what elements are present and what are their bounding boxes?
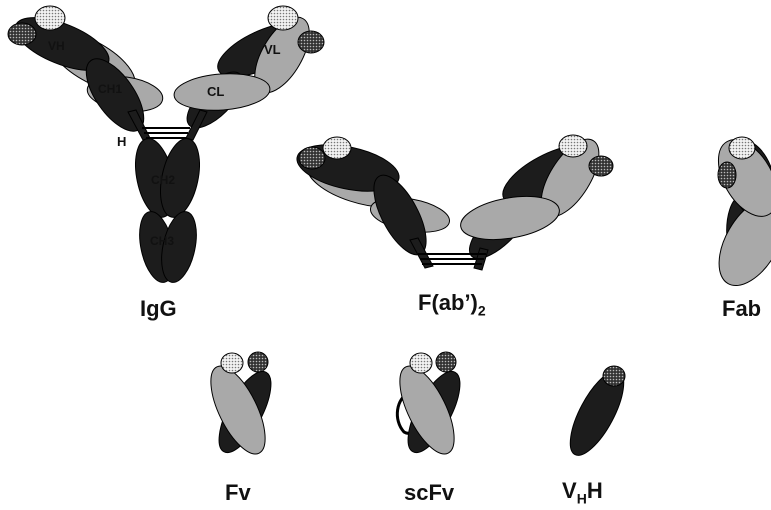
igg-right-tip-light [268, 6, 298, 30]
fv-tip-light [221, 353, 243, 373]
caption-fv: Fv [225, 480, 251, 506]
label-ch2: CH2 [151, 173, 175, 187]
fab2-molecule [293, 130, 613, 270]
vhh-molecule [560, 364, 634, 463]
fab2-left-tip-light [323, 137, 351, 159]
fab2-right-tip-dark [589, 156, 613, 176]
caption-vhh: VHH [562, 478, 603, 506]
label-vl: VL [264, 42, 281, 57]
scfv-tip-dark [436, 352, 456, 372]
caption-vhh-v: V [562, 478, 577, 503]
fab2-left-tip-dark [299, 147, 325, 169]
fv-tip-dark [248, 352, 268, 372]
label-vh: VH [48, 39, 65, 53]
caption-fab2-text: F(ab’) [418, 290, 478, 315]
caption-igg: IgG [140, 296, 177, 322]
label-ch1: CH1 [98, 82, 122, 96]
fv-molecule [200, 352, 281, 461]
label-cl: CL [207, 84, 224, 99]
fab2-right-tip-light [559, 135, 587, 157]
label-ch3: CH3 [150, 234, 174, 248]
caption-fab: Fab [722, 296, 761, 322]
scfv-molecule [389, 352, 470, 461]
igg-molecule: VH CH1 VL CL H CH2 CH3 [8, 6, 324, 286]
igg-left-tip-light [35, 6, 65, 30]
fab-tip-dark [718, 162, 736, 188]
caption-vhh-subscript: H [577, 490, 587, 506]
scfv-tip-light [410, 353, 432, 373]
caption-vhh-h: H [587, 478, 603, 503]
igg-left-tip-dark [8, 23, 36, 45]
fab-tip-light [729, 137, 755, 159]
vhh-tip-dark [603, 366, 625, 386]
igg-right-tip-dark [298, 31, 324, 53]
caption-fab2: F(ab’)2 [418, 290, 486, 318]
label-hinge: H [117, 134, 126, 149]
fab-molecule [705, 130, 771, 297]
caption-scfv: scFv [404, 480, 454, 506]
caption-fab2-subscript: 2 [478, 302, 486, 318]
